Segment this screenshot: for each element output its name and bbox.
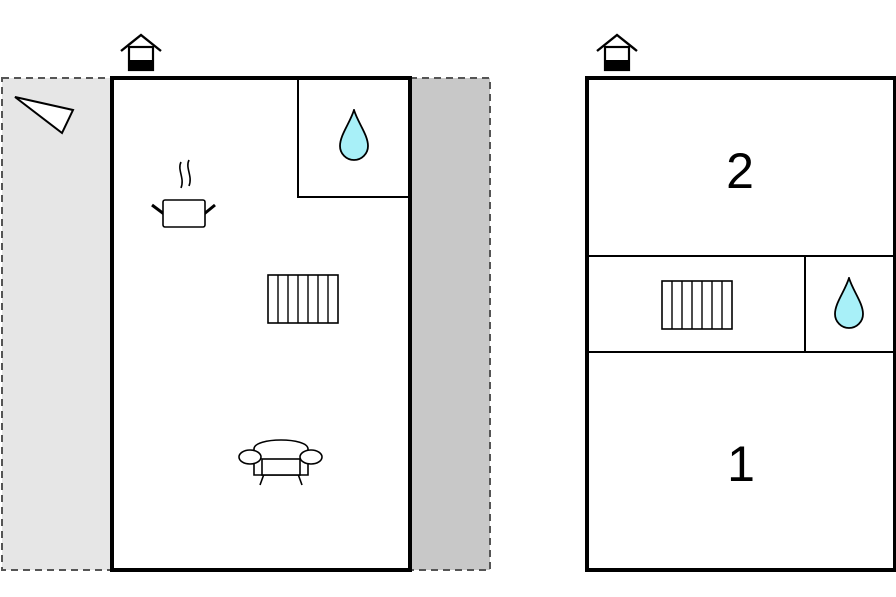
radiator-icon <box>661 280 733 330</box>
floor-1-outline <box>110 76 412 572</box>
radiator-icon <box>267 274 339 324</box>
house-entrance-icon <box>119 33 163 72</box>
sofa-icon <box>238 439 323 486</box>
house-entrance-icon <box>595 33 639 72</box>
floor-plan-2: 2 1 <box>585 33 896 572</box>
floor-plan-1 <box>1 33 491 572</box>
cooking-pot-icon <box>151 159 216 228</box>
room-number-1: 1 <box>727 436 755 492</box>
room-number-2: 2 <box>726 143 754 199</box>
view-cone-icon <box>14 96 75 135</box>
terrace-right <box>409 77 491 571</box>
bathroom-partition <box>297 78 410 198</box>
terrace-left <box>1 77 113 571</box>
